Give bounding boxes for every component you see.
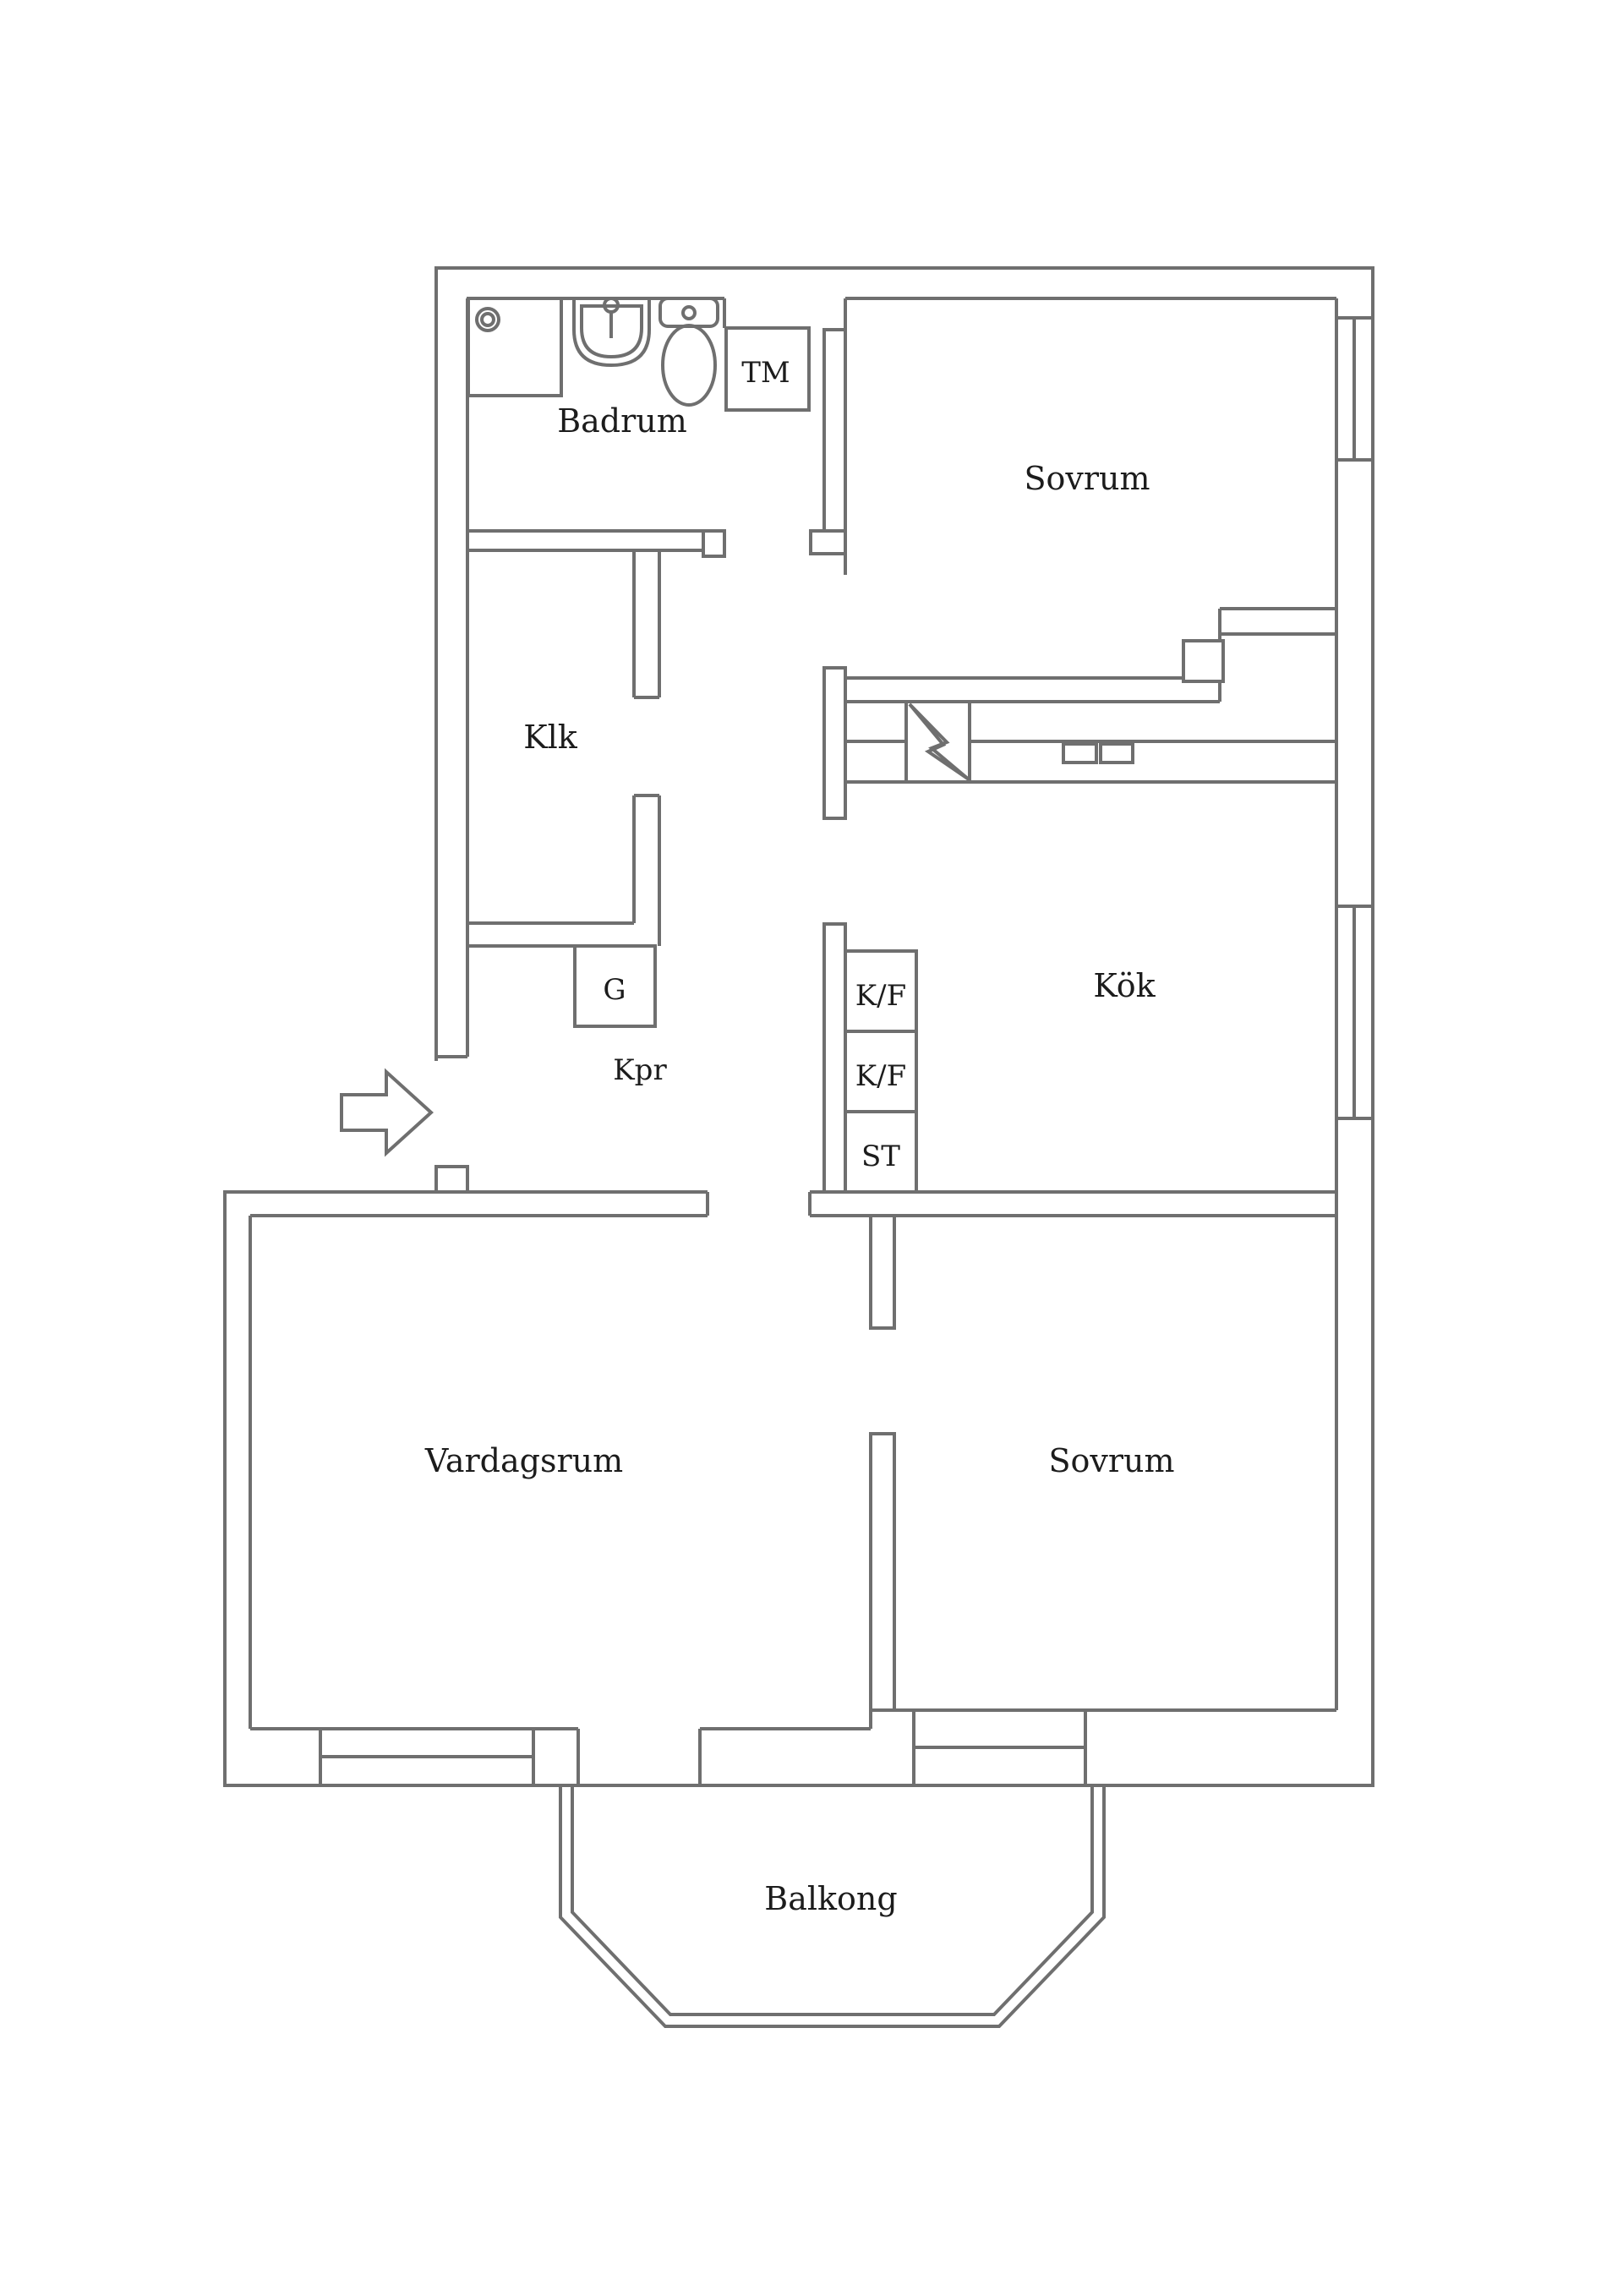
entry-arrow-icon [340, 1068, 434, 1157]
label-sovrum-bottom: Sovrum [1048, 1442, 1174, 1479]
walls [223, 266, 1374, 2028]
toilet-bowl [661, 324, 717, 407]
label-vardagsrum: Vardagsrum [424, 1442, 623, 1479]
bathroom-door-jamb [702, 529, 726, 558]
fixtures [340, 297, 1134, 1194]
corridor-door-stop [809, 529, 847, 555]
label-badrum: Badrum [557, 402, 687, 440]
shower-drain-inner [480, 312, 495, 327]
bathroom-bottom-wall [467, 529, 705, 552]
kitchen-vent-shaft [1182, 639, 1225, 683]
washbasin [572, 297, 651, 368]
wardrobe-g [573, 944, 657, 1028]
corridor-wall-upper [822, 328, 847, 533]
label-st: ST [861, 1140, 900, 1173]
corridor-wall-lower [822, 922, 847, 1194]
balcony-railing-inner [571, 1785, 1094, 2016]
corridor-wall-middle [822, 666, 847, 820]
room-labels: Badrum TM Sovrum Klk G Kpr K/F K/F ST Kö… [424, 356, 1175, 1917]
washing-machine-tm [724, 326, 811, 412]
shower-tray [467, 297, 563, 397]
washbasin-bowl [580, 304, 643, 359]
label-balkong: Balkong [764, 1880, 897, 1917]
entry-jamb [434, 1165, 469, 1194]
label-tm: TM [741, 356, 790, 390]
toilet-tank [658, 297, 719, 328]
label-g: G [603, 973, 626, 1007]
toilet-flush [681, 305, 697, 320]
kitchen-top-wall [845, 632, 1336, 703]
room-divider-upper [869, 1214, 896, 1330]
cleaning-closet-st [844, 1110, 918, 1194]
label-klk: Klk [523, 719, 578, 756]
outer-wall [223, 266, 1374, 1787]
room-divider-lower [869, 1432, 896, 1712]
window-bedroom-right [1336, 316, 1373, 462]
hall-bottom-wall [250, 1190, 1336, 1217]
label-kf-1: K/F [855, 979, 906, 1013]
bedroom-top-bottom-wall [844, 607, 1336, 702]
label-kf-2: K/F [855, 1059, 906, 1093]
stove-lightning-icon [908, 702, 970, 781]
shower-drain-outer [475, 307, 500, 332]
klk-walls [467, 550, 661, 948]
label-kpr: Kpr [613, 1053, 667, 1087]
label-sovrum-top: Sovrum [1024, 460, 1150, 497]
kitchen-sink-left [1062, 742, 1098, 764]
label-kok: Kök [1093, 967, 1156, 1004]
window-kitchen-right [1336, 905, 1373, 1120]
balcony-railing-outer [559, 1785, 1106, 2028]
kitchen-sink-right [1099, 742, 1134, 764]
